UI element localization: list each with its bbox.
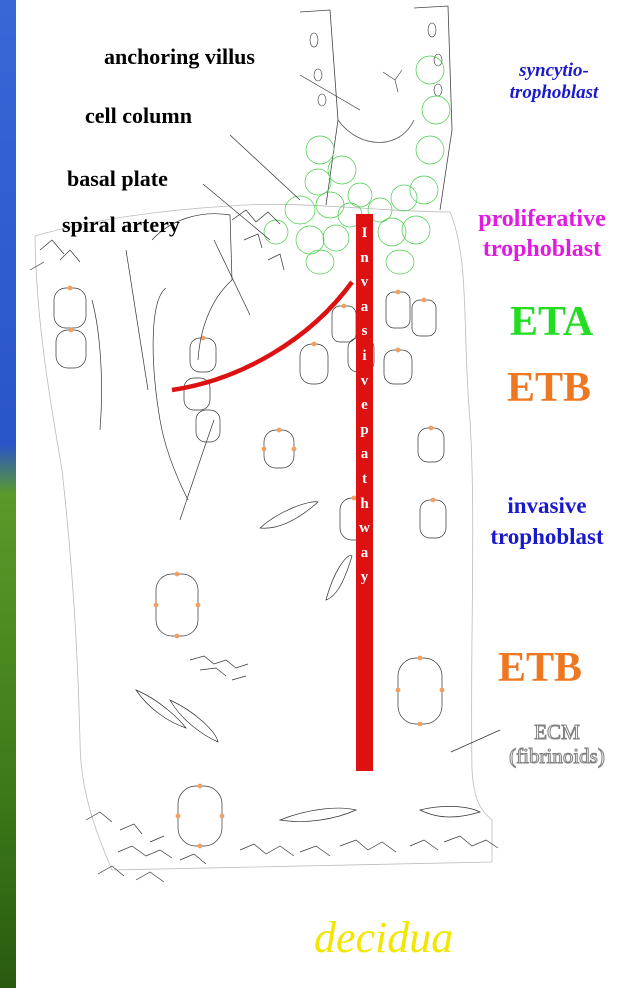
invasive-pathway-bar [356, 214, 373, 771]
pathway-letter: v [360, 372, 369, 389]
label-ecm-line1: ECM [534, 720, 581, 745]
label-spiral-artery: spiral artery [62, 212, 180, 237]
decidual-cells [85, 501, 499, 883]
label-etb-lower: ETB [498, 645, 583, 691]
pathway-letter: h [360, 495, 369, 512]
tissue-outline [34, 203, 493, 871]
pathway-letter: e [361, 397, 368, 414]
pathway-letter: I [361, 225, 368, 241]
cell-nuclei [67, 285, 445, 849]
pathway-letter: s [361, 323, 368, 340]
etb-cells [53, 287, 447, 847]
label-ecm: ECM (fibrinoids) [492, 720, 622, 769]
label-eta: ETA [510, 299, 594, 345]
label-syncytio-line2: trophoblast [509, 82, 599, 103]
label-basal-plate: basal plate [67, 166, 168, 191]
leader-lines [125, 74, 501, 753]
label-proliferative-line1: proliferative [478, 206, 606, 232]
pathway-letter: a [360, 544, 369, 561]
pathway-letter: t [362, 470, 367, 487]
label-etb-upper: ETB [507, 365, 592, 411]
pathway-letter: n [360, 249, 369, 266]
label-proliferative-line2: trophoblast [482, 236, 602, 262]
pathway-letter: a [360, 446, 369, 463]
villus-cells [309, 22, 443, 107]
pathway-letter: v [360, 274, 369, 291]
white-panel [16, 0, 630, 988]
label-invasive-line1: invasive [507, 493, 587, 518]
label-anchoring-villus: anchoring villus [104, 44, 255, 69]
anchoring-villus [299, 5, 453, 211]
label-ecm-line2: (fibrinoids) [509, 744, 606, 769]
spiral-artery-curve [171, 280, 354, 393]
pathway-letter: y [360, 569, 369, 586]
pathway-letter: i [362, 347, 367, 364]
label-proliferative-trophoblast: proliferative trophoblast [452, 204, 630, 264]
pathway-letter: w [359, 520, 370, 537]
label-syncytiotrophoblast: syncytio- trophoblast [494, 60, 614, 104]
spiral-artery-wall [29, 209, 285, 521]
label-invasive-trophoblast: invasive trophoblast [464, 490, 630, 552]
cell-column-cells [263, 55, 451, 275]
label-cell-column: cell column [85, 103, 192, 128]
pathway-letter: p [360, 421, 369, 438]
label-decidua: decidua [314, 913, 454, 962]
label-syncytio-line1: syncytio- [519, 60, 589, 81]
pathway-letter: a [360, 298, 369, 315]
label-invasive-line2: trophoblast [490, 524, 604, 549]
